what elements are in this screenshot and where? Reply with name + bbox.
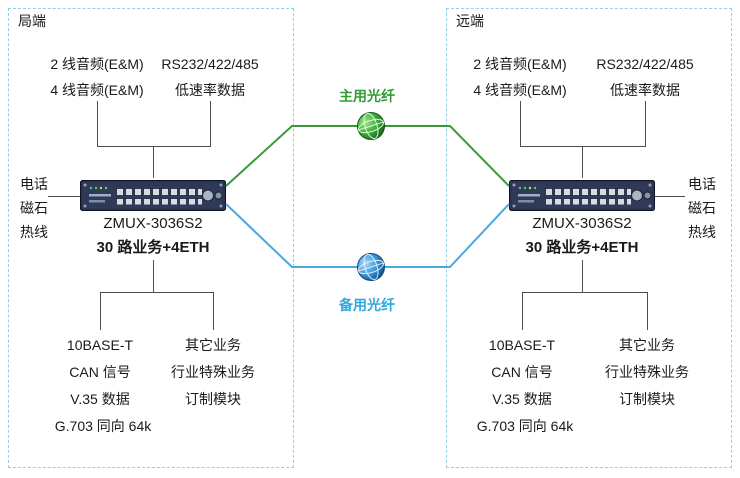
main-fiber-globe-icon [357,112,385,140]
connector-line [97,101,98,146]
backup-fiber-globe-icon [357,253,385,281]
remote-bottom-label: 行业特殊业务 [605,364,689,380]
local-bottom-label: G.703 同向 64k [54,418,152,434]
connector-line [522,292,523,330]
connector-line [582,260,583,292]
remote-device-model: ZMUX-3036S2 [532,215,632,232]
remote-top-label: 2 线音频(E&M) [473,56,567,72]
connector-line [100,292,101,330]
connector-line [645,101,646,146]
remote-panel-title: 远端 [456,13,484,29]
remote-side-label: 电话 [688,176,716,192]
remote-bottom-label: 订制模块 [619,391,675,407]
remote-top-label: 低速率数据 [610,82,680,98]
local-device-image [80,178,226,213]
connector-line [655,196,685,197]
local-bottom-label: 其它业务 [185,337,241,353]
local-device-caption: 30 路业务+4ETH [96,239,210,256]
remote-bottom-label: 10BASE-T [488,337,556,353]
local-bottom-label: 行业特殊业务 [171,364,255,380]
connector-line [100,292,214,293]
local-bottom-label: 10BASE-T [66,337,134,353]
remote-device-image [509,178,655,213]
remote-bottom-label: V.35 数据 [492,391,552,407]
remote-bottom-label: CAN 信号 [491,364,553,380]
connector-line [522,292,648,293]
remote-side-label: 热线 [688,224,716,240]
connector-line [520,101,521,146]
local-panel-title: 局端 [18,13,46,29]
connector-line [210,101,211,146]
connector-line [97,146,211,147]
local-top-label: 4 线音频(E&M) [50,82,144,98]
main-fiber-label: 主用光纤 [339,88,395,104]
remote-device-caption: 30 路业务+4ETH [525,239,639,256]
remote-bottom-label: 其它业务 [619,337,675,353]
connector-line [153,260,154,292]
local-panel [8,8,294,468]
connector-line [153,146,154,178]
connector-line [582,146,583,178]
connector-line [213,292,214,330]
local-top-label: RS232/422/485 [161,56,259,72]
connector-line [647,292,648,330]
local-side-label: 磁石 [20,200,48,216]
connector-line [48,196,80,197]
local-side-label: 电话 [20,176,48,192]
local-bottom-label: CAN 信号 [69,364,131,380]
remote-side-label: 磁石 [688,200,716,216]
local-top-label: 低速率数据 [175,82,245,98]
backup-fiber-label: 备用光纤 [339,297,395,313]
local-bottom-label: 订制模块 [185,391,241,407]
remote-bottom-label: G.703 同向 64k [476,418,574,434]
local-bottom-label: V.35 数据 [70,391,130,407]
connector-line [520,146,646,147]
local-device-model: ZMUX-3036S2 [103,215,203,232]
remote-top-label: RS232/422/485 [596,56,694,72]
local-side-label: 热线 [20,224,48,240]
remote-top-label: 4 线音频(E&M) [473,82,567,98]
local-top-label: 2 线音频(E&M) [50,56,144,72]
